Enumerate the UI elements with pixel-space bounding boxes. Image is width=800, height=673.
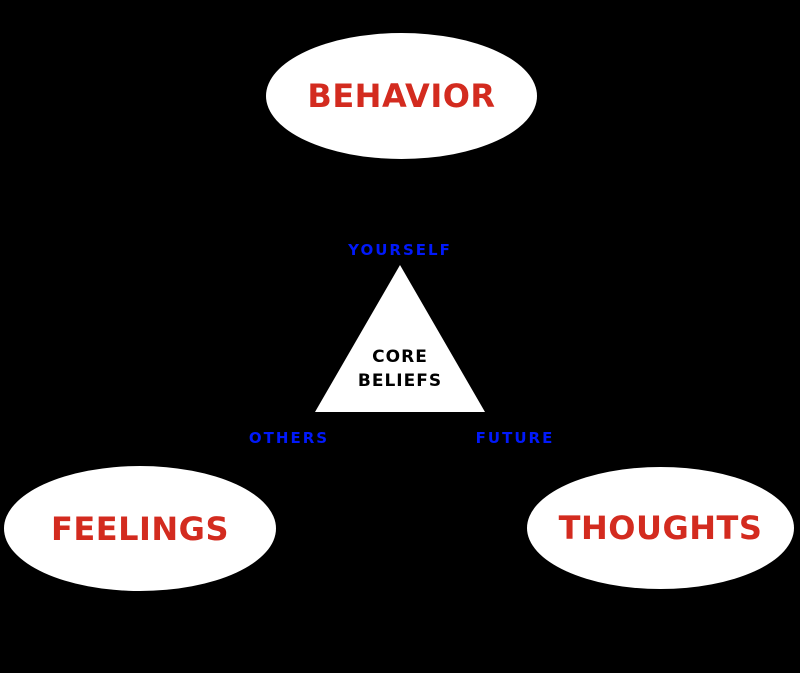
feelings-node: FEELINGS	[4, 466, 276, 591]
others-label: OTHERS	[248, 429, 330, 447]
core-beliefs-triangle: CORE BELIEFS	[315, 265, 485, 412]
behavior-node: BEHAVIOR	[266, 33, 537, 159]
behavior-label: BEHAVIOR	[307, 77, 496, 115]
feelings-label: FEELINGS	[51, 509, 229, 548]
future-label: FUTURE	[475, 429, 555, 447]
yourself-label: YOURSELF	[348, 241, 452, 259]
core-beliefs-line2: BELIEFS	[357, 371, 443, 391]
thoughts-node: THOUGHTS	[527, 467, 794, 589]
core-beliefs-text: CORE BELIEFS	[315, 345, 485, 393]
thoughts-label: THOUGHTS	[558, 509, 763, 547]
core-beliefs-line1: CORE	[372, 347, 428, 367]
